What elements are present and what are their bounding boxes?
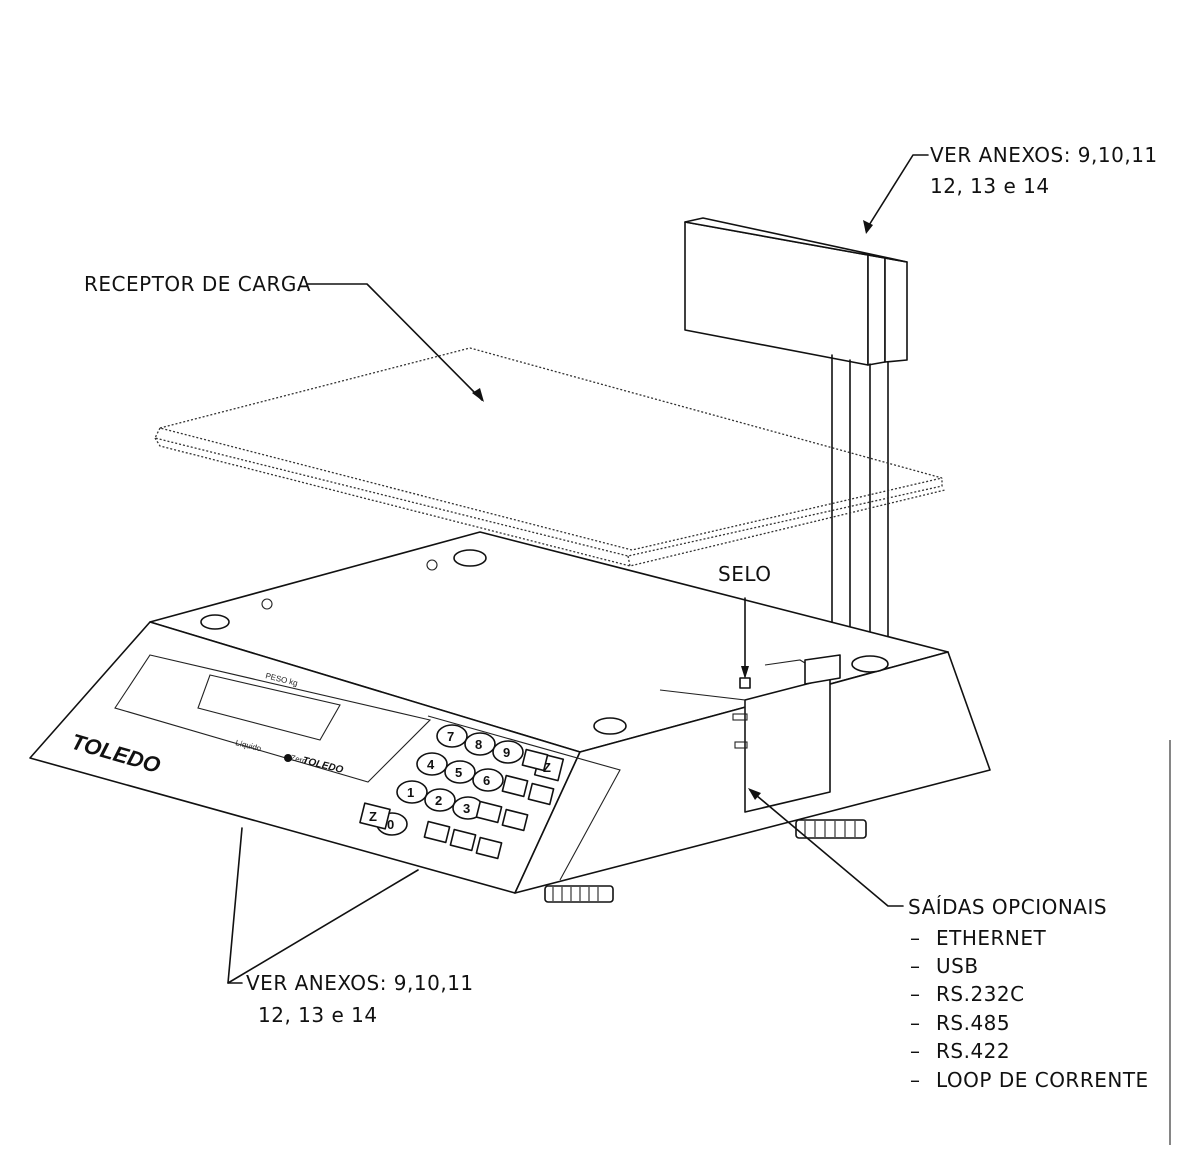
svg-text:–: – xyxy=(910,982,921,1006)
svg-text:–: – xyxy=(910,1011,921,1035)
optional-outputs-label: SAÍDAS OPCIONAIS xyxy=(908,895,1107,919)
svg-text:3: 3 xyxy=(463,801,470,816)
svg-text:1: 1 xyxy=(407,785,414,800)
output-item: LOOP DE CORRENTE xyxy=(936,1068,1149,1092)
svg-text:Z: Z xyxy=(543,760,551,775)
indicator-zero: Zero xyxy=(290,753,309,766)
panel-logo-icon xyxy=(284,754,292,762)
output-item: RS.485 xyxy=(936,1011,1010,1035)
svg-text:7: 7 xyxy=(447,729,454,744)
svg-text:8: 8 xyxy=(475,737,482,752)
key-8: 8 xyxy=(464,732,496,756)
output-item: USB xyxy=(936,954,979,978)
output-item: ETHERNET xyxy=(936,926,1047,950)
load-receptor-platter xyxy=(154,347,946,567)
leveling-feet xyxy=(544,819,867,903)
svg-text:2: 2 xyxy=(435,793,442,808)
scale-body: PESO kg Líquido Zero TOLEDO TOLEDO xyxy=(29,531,991,894)
svg-text:–: – xyxy=(910,1068,921,1092)
svg-text:0: 0 xyxy=(387,817,394,832)
svg-text:5: 5 xyxy=(455,765,462,780)
svg-text:4: 4 xyxy=(427,757,435,772)
display-annex-label-line2: 12, 13 e 14 xyxy=(930,174,1050,198)
remote-display-unit xyxy=(684,217,908,366)
keypad: 7 8 9 4 5 6 1 2 3 0 Z Z xyxy=(359,724,565,860)
key-6: 6 xyxy=(472,768,504,792)
key-9: 9 xyxy=(492,740,524,764)
leader-lines xyxy=(227,154,929,984)
svg-text:9: 9 xyxy=(503,745,510,760)
key-4: 4 xyxy=(416,752,448,776)
display-column xyxy=(831,354,889,649)
svg-text:6: 6 xyxy=(483,773,490,788)
svg-text:Z: Z xyxy=(369,809,377,824)
output-item: RS.422 xyxy=(936,1039,1010,1063)
base-annex-label-line2: 12, 13 e 14 xyxy=(258,1003,378,1027)
key-1: 1 xyxy=(396,780,428,804)
key-z-left: Z xyxy=(359,802,391,830)
svg-text:–: – xyxy=(910,1039,921,1063)
seal-label: SELO xyxy=(718,562,772,586)
output-item: RS.232C xyxy=(936,982,1025,1006)
key-7: 7 xyxy=(436,724,468,748)
key-2: 2 xyxy=(424,788,456,812)
load-receptor-label: RECEPTOR DE CARGA xyxy=(84,272,311,296)
optional-outputs-list: – ETHERNET – USB – RS.232C – RS.485 – RS… xyxy=(910,926,1149,1092)
key-5: 5 xyxy=(444,760,476,784)
base-annex-label-line1: VER ANEXOS: 9,10,11 xyxy=(246,971,474,995)
svg-text:–: – xyxy=(910,954,921,978)
display-annex-label-line1: VER ANEXOS: 9,10,11 xyxy=(930,143,1158,167)
svg-text:–: – xyxy=(910,926,921,950)
